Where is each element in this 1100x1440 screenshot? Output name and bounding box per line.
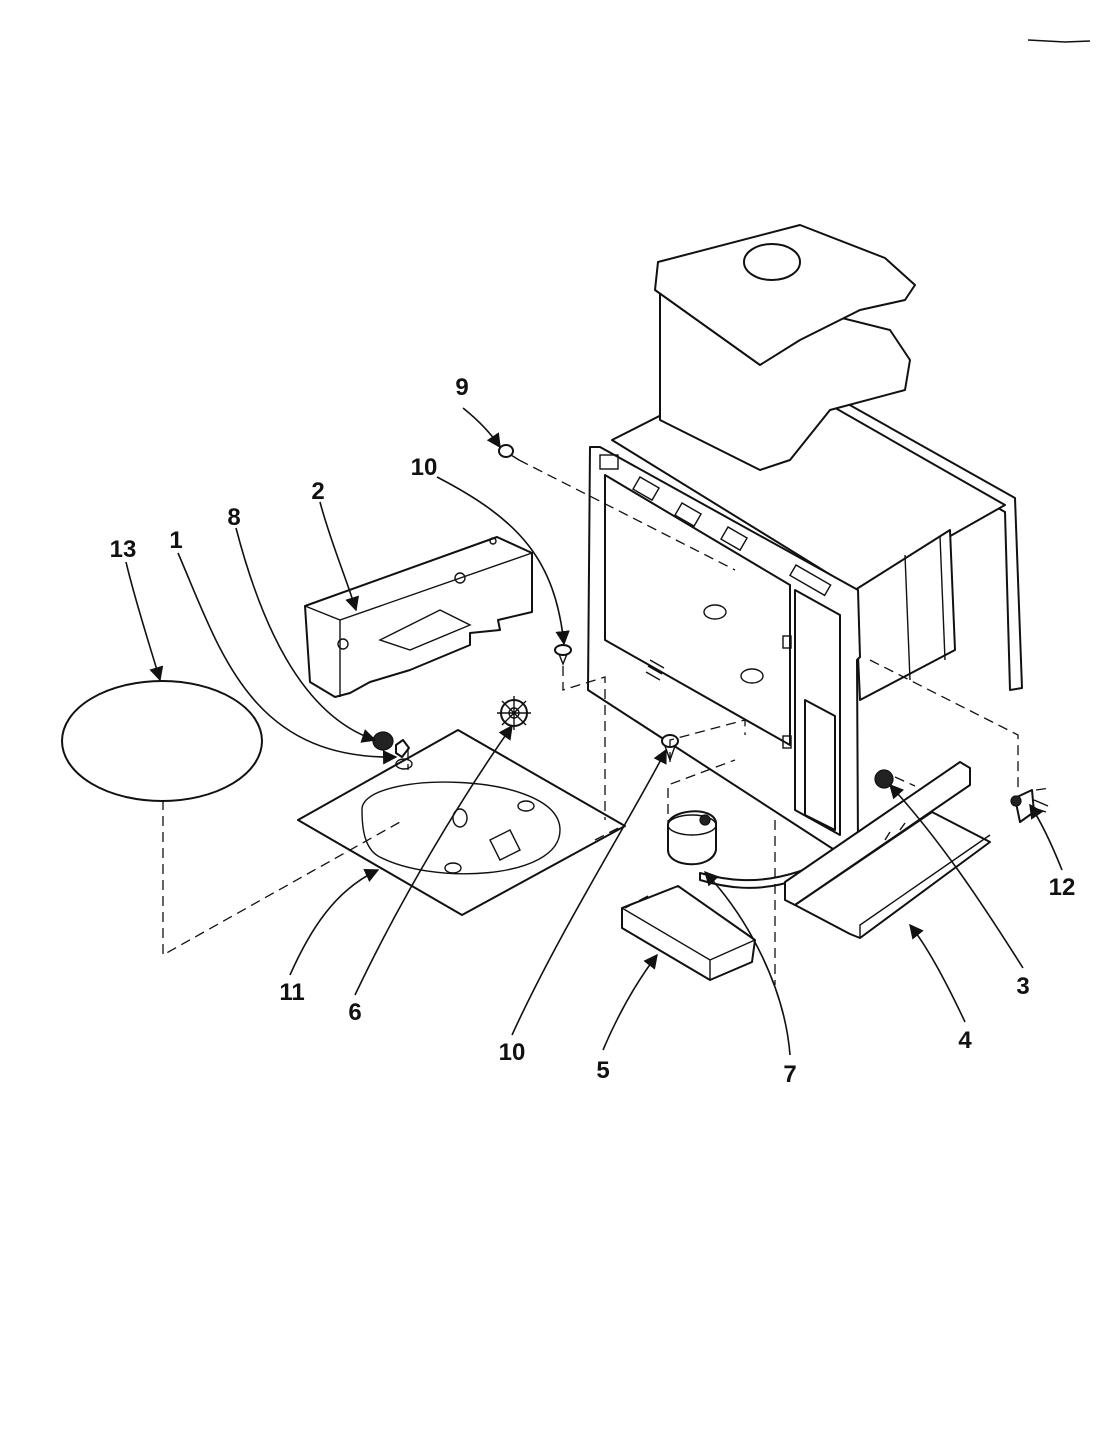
- part-3-roller: [874, 769, 894, 789]
- part-6-coupler: [497, 696, 531, 730]
- scan-mark: [1027, 39, 1091, 43]
- callout-8: 8: [227, 504, 240, 531]
- leader-lines: [125, 407, 1063, 1056]
- callout-10-bottom: 10: [499, 1039, 526, 1066]
- callout-5: 5: [596, 1057, 609, 1084]
- callout-3: 3: [1016, 973, 1029, 1000]
- part-8-roller: [372, 731, 394, 751]
- callout-9: 9: [455, 374, 468, 401]
- part-4-rail: [784, 761, 991, 939]
- part-2-bracket: [304, 536, 533, 698]
- callout-6: 6: [348, 999, 361, 1026]
- callout-13: 13: [110, 536, 137, 563]
- callout-7: 7: [783, 1061, 796, 1088]
- callout-labels: 9 10 2 8 1 13 11 6 10 5 7 4 3 12: [110, 374, 1076, 1088]
- callout-1: 1: [169, 527, 182, 554]
- part-1-clip: [395, 739, 410, 758]
- part-10-screw-upper: [554, 644, 572, 666]
- callout-2: 2: [311, 478, 324, 505]
- callout-12: 12: [1049, 874, 1076, 901]
- callout-10-top: 10: [411, 454, 438, 481]
- part-5-tray-bracket: [621, 885, 756, 981]
- part-13-glass-tray: [61, 680, 263, 802]
- part-12-switch: [1010, 789, 1049, 823]
- part-9-screw: [498, 444, 520, 461]
- part-11-floor-plate: [297, 729, 626, 916]
- callout-4: 4: [958, 1027, 972, 1054]
- oven-cavity-frame: [587, 224, 1023, 861]
- assembly-lines: [162, 459, 1051, 985]
- callout-11: 11: [279, 979, 304, 1006]
